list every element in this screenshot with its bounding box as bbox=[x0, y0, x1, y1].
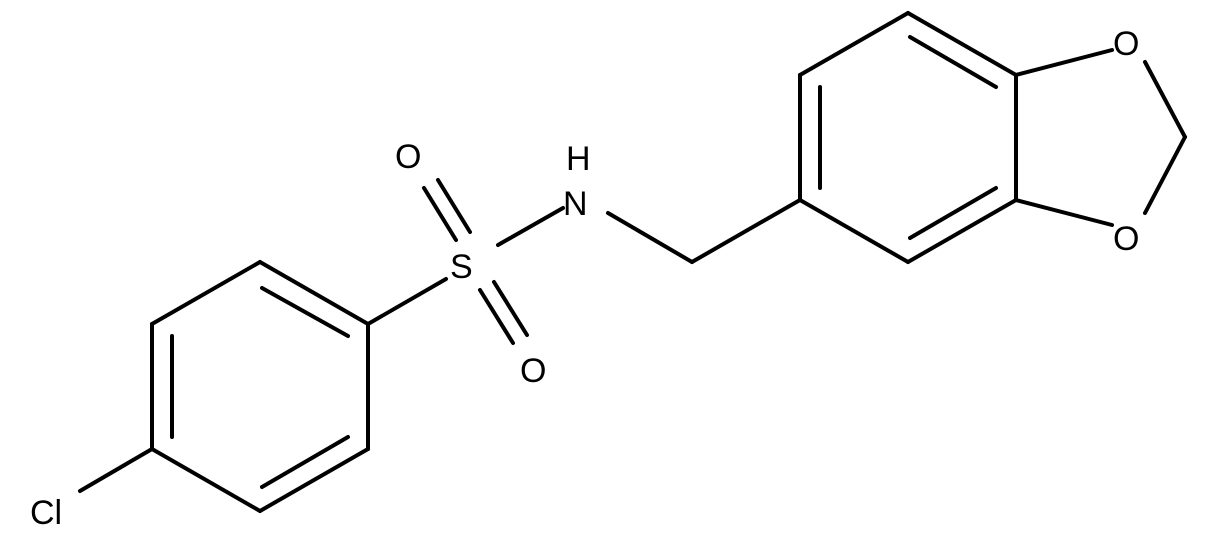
bond-ring1-3-inner bbox=[260, 435, 350, 489]
bond-ring1-4 bbox=[150, 447, 262, 513]
bond-ring1-1 bbox=[258, 260, 370, 326]
bond-s-o-bottom-2 bbox=[492, 280, 529, 337]
atom-sulfur: S bbox=[450, 248, 473, 286]
bond-ring1-1-inner bbox=[260, 286, 350, 338]
bond-ring2-3-inner bbox=[908, 35, 998, 89]
bond-n-ch2 bbox=[606, 211, 694, 264]
bond-ring2-3 bbox=[906, 11, 1018, 77]
bond-s-n bbox=[496, 206, 565, 247]
bond-ring2-2 bbox=[798, 11, 910, 77]
atom-oxygen-sulfonyl-bottom: O bbox=[520, 352, 546, 390]
bond-s-o-top-1 bbox=[422, 186, 458, 242]
bond-c-s bbox=[366, 277, 448, 326]
bond-c-cl bbox=[78, 447, 154, 493]
bond-ch2-c bbox=[690, 198, 802, 264]
atom-hydrogen-amine: H bbox=[566, 140, 591, 178]
bond-c-o-ring-top bbox=[1014, 48, 1114, 77]
bond-ring2-5-inner bbox=[908, 186, 998, 240]
atom-oxygen-sulfonyl-top: O bbox=[395, 138, 421, 176]
bond-o-ch2-top bbox=[1143, 60, 1187, 139]
bond-ring2-5 bbox=[906, 198, 1018, 264]
bond-s-o-bottom-1 bbox=[478, 288, 515, 345]
bond-o-ring-bottom-c bbox=[1014, 198, 1114, 227]
atom-labels: Cl S O O H N O O bbox=[30, 25, 1139, 532]
bond-ring1-3 bbox=[258, 447, 370, 513]
atom-oxygen-dioxole-top: O bbox=[1113, 25, 1139, 63]
atom-oxygen-dioxole-bottom: O bbox=[1113, 220, 1139, 258]
atom-chlorine: Cl bbox=[30, 494, 62, 532]
bond-s-o-top-2 bbox=[436, 178, 472, 234]
bond-ch2-o-bottom bbox=[1143, 135, 1187, 215]
bond-ring1-6 bbox=[150, 260, 262, 326]
bonds bbox=[78, 11, 1187, 513]
atom-nitrogen: N bbox=[563, 185, 588, 223]
bond-ring2-6 bbox=[798, 198, 910, 264]
